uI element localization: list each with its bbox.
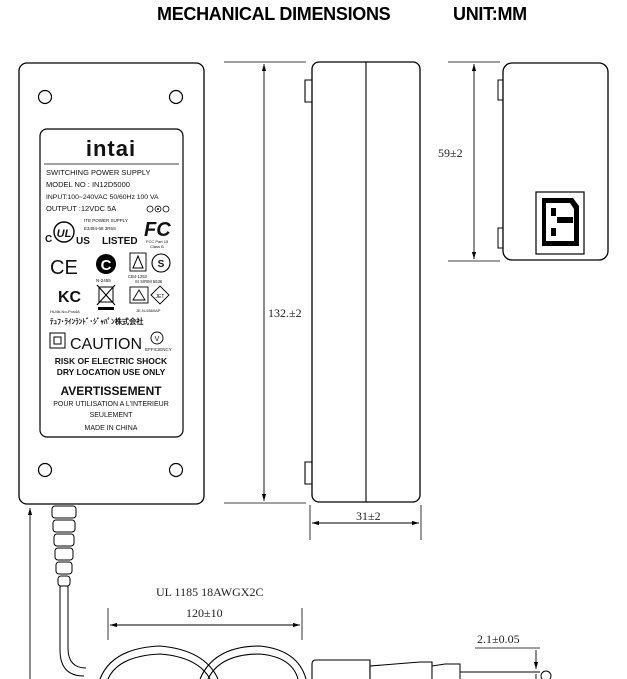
svg-text:S: S [158,259,165,270]
svg-text:MODEL NO : IN12D5000: MODEL NO : IN12D5000 [46,180,130,189]
svg-text:MADE IN CHINA: MADE IN CHINA [85,425,138,432]
svg-text:JET: JET [156,294,165,300]
screw-hole-icon [168,462,184,478]
rating-label [39,128,184,438]
svg-text:SWITCHING POWER SUPPLY: SWITCHING POWER SUPPLY [46,168,150,177]
ul-listed-mark: ITE POWER SUPPLY E3494-68 3R6S C UL US L… [45,218,138,247]
screw-hole-icon [168,89,184,105]
cable-spec: UL 1185 18AWGX2C [156,585,263,599]
svg-text:INPUT:100~240VAC 50/60Hz 100 V: INPUT:100~240VAC 50/60Hz 100 VA [46,194,159,201]
page-title: MECHANICAL DIMENSIONS [157,4,391,24]
svg-text:N-2455: N-2455 [96,278,111,283]
svg-text:SI SIRIM 5536: SI SIRIM 5536 [135,279,163,284]
svg-text:C: C [101,257,112,274]
screw-hole-icon [37,89,53,105]
svg-text:DRY LOCATION USE ONLY: DRY LOCATION USE ONLY [57,367,166,377]
weee-bin-icon [96,284,116,310]
svg-text:ﾃｭﾌ･ﾗｲﾝﾗﾝﾄﾞ･ｼﾞｬﾊﾟﾝ株式会社: ﾃｭﾌ･ﾗｲﾝﾗﾝﾄﾞ･ｼﾞｬﾊﾟﾝ株式会社 [50,317,144,326]
pin-value: 2.1±0.05 [477,632,520,646]
strain-relief [51,505,77,587]
svg-text:RISK OF ELECTRIC SHOCK: RISK OF ELECTRIC SHOCK [55,356,168,366]
svg-text:HU4b-No-Pos4A: HU4b-No-Pos4A [50,309,80,314]
svg-text:US: US [76,236,90,247]
length-dimension: 132.±2 [224,61,306,504]
side-view [304,61,421,503]
svg-text:LISTED: LISTED [102,236,138,247]
height-dimension: 59±2 [438,61,500,262]
dc-plug [311,659,552,679]
svg-text:FCC Part 15: FCC Part 15 [146,239,169,244]
iec-c14-inlet-icon [535,191,585,255]
svg-text:JE-N-5560AP: JE-N-5560AP [136,308,161,313]
svg-text:CAUTION: CAUTION [70,336,142,353]
c-tick-mark: C N-2455 [96,254,116,283]
kc-mark: KC HU4b-No-Pos4A [50,289,82,314]
ce-mark: CE [50,257,78,279]
length-value: 132.±2 [268,306,302,320]
unit-label: UNIT:MM [453,4,527,24]
width-value: 31±2 [356,509,381,523]
svg-text:C: C [45,234,52,245]
svg-text:AVERTISSEMENT: AVERTISSEMENT [60,384,162,398]
safety-triangle-mark: S CB4-1253 SI SIRIM 5536 [128,252,171,284]
brand-logo: intai [86,136,136,161]
front-view: intai SWITCHING POWER SUPPLY MODEL NO : … [18,62,205,505]
coil-value: 120±10 [186,606,223,620]
svg-text:FC: FC [144,219,171,241]
svg-text:KC: KC [58,289,82,306]
end-view [497,62,609,261]
svg-text:SEULEMENT: SEULEMENT [90,412,134,419]
dc-polarity-icon [146,205,170,213]
svg-text:Class B: Class B [150,244,164,249]
svg-text:E3494-68 3R6S: E3494-68 3R6S [84,226,116,231]
svg-text:OUTPUT :12VDC 5A: OUTPUT :12VDC 5A [46,204,116,213]
svg-text:CB4-1253: CB4-1253 [128,274,148,279]
fcc-mark: FC FCC Part 15 Class B [144,219,171,249]
height-value: 59±2 [438,146,463,160]
dc-cable [51,505,552,679]
svg-text:ITE POWER SUPPLY: ITE POWER SUPPLY [84,218,128,223]
svg-text:POUR UTILISATION A L'INTERIEUR: POUR UTILISATION A L'INTERIEUR [53,401,169,408]
width-dimension: 31±2 [309,505,422,540]
coil-dimension: 120±10 [107,606,303,640]
svg-text:V: V [155,336,160,343]
pin-dimension: 2.1±0.05 [475,632,540,679]
screw-hole-icon [37,462,53,478]
caution-block: CAUTION V EFFICIENCY [49,331,172,353]
svg-text:EFFICIENCY: EFFICIENCY [145,347,172,352]
jet-pse-mark: JET JE-N-5560AP [129,285,170,313]
svg-text:UL: UL [57,228,72,240]
